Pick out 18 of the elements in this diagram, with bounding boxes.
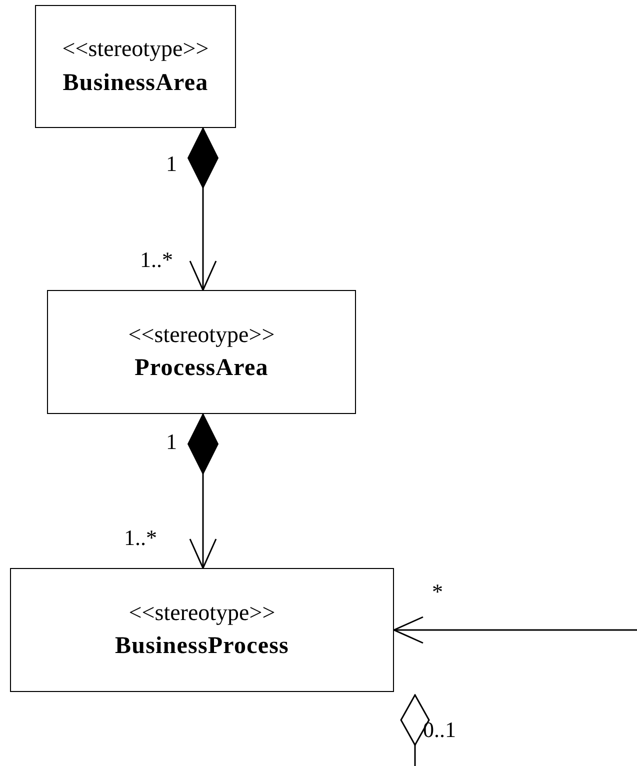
multiplicity-label: 1..* xyxy=(124,524,157,552)
multiplicity-label: 1 xyxy=(166,150,177,178)
class-name: BusinessArea xyxy=(62,68,208,98)
stereotype-text: <<stereotype>> xyxy=(128,320,275,349)
stereotype-text: <<stereotype>> xyxy=(62,35,209,64)
class-name: BusinessProcess xyxy=(115,632,289,662)
association-line xyxy=(400,694,430,766)
multiplicity-label: 1 xyxy=(166,428,177,456)
multiplicity-label: * xyxy=(432,578,443,606)
stereotype-text: <<stereotype>> xyxy=(128,598,276,627)
class-name: ProcessArea xyxy=(134,354,268,384)
class-box xyxy=(47,290,356,414)
multiplicity-label: 1..* xyxy=(140,246,173,274)
class-box xyxy=(35,5,236,128)
association-line xyxy=(188,128,218,291)
class-box xyxy=(10,568,394,692)
association-line xyxy=(188,414,218,569)
association-line xyxy=(393,616,637,644)
